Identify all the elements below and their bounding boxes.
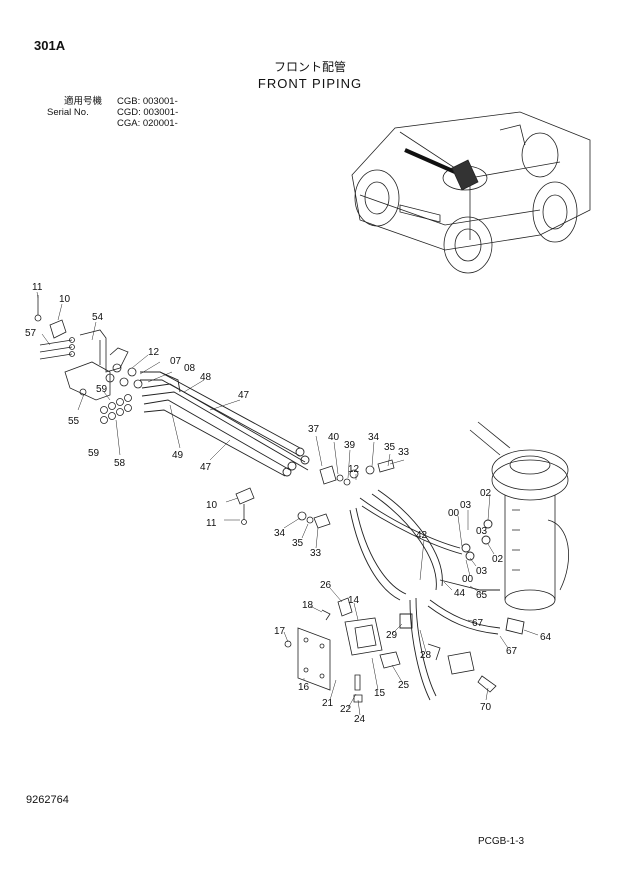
- callout: 58: [114, 458, 126, 469]
- callout: 11: [32, 282, 43, 293]
- callout: 10: [206, 500, 218, 511]
- callout: 28: [420, 650, 432, 661]
- callout-leaders: [36, 291, 539, 716]
- callout: 67: [472, 618, 484, 629]
- callout: 14: [348, 595, 360, 606]
- callout: 11: [206, 518, 217, 529]
- machine-overview-illustration: [351, 111, 591, 274]
- callout: 29: [386, 630, 398, 641]
- callout: 44: [454, 588, 466, 599]
- callout: 02: [492, 554, 504, 565]
- callout: 00: [462, 574, 474, 585]
- callout: 42: [416, 530, 428, 541]
- title-japanese: フロント配管: [273, 60, 346, 74]
- page-code: 301A: [34, 38, 66, 53]
- drawing-number: 9262764: [26, 794, 69, 806]
- callout: 34: [368, 432, 380, 443]
- callout: 22: [340, 704, 352, 715]
- callout: 35: [384, 442, 396, 453]
- callout: 59: [96, 384, 108, 395]
- callout: 33: [398, 447, 410, 458]
- callout: 37: [308, 424, 320, 435]
- callout: 33: [310, 548, 322, 559]
- hoses: [349, 489, 525, 701]
- serial-label-jp: 適用号機: [64, 96, 103, 107]
- callout: 08: [184, 363, 196, 374]
- callout: 12: [348, 464, 360, 475]
- callout: 55: [68, 416, 80, 427]
- callout: 67: [506, 646, 518, 657]
- callout: 57: [25, 328, 37, 339]
- valve-block: [284, 597, 497, 703]
- callout: 64: [540, 632, 552, 643]
- callout: 34: [274, 528, 286, 539]
- callout: 49: [172, 450, 184, 461]
- callout: 25: [398, 680, 410, 691]
- callout: 59: [88, 448, 100, 459]
- callout: 16: [298, 682, 310, 693]
- serial-label-en: Serial No.: [47, 107, 89, 118]
- callout: 48: [200, 372, 212, 383]
- serial-value-2: CGD: 003001-: [117, 107, 179, 118]
- callout: 03: [476, 566, 488, 577]
- callout: 07: [170, 356, 182, 367]
- callout: 54: [92, 312, 104, 323]
- callout: 40: [328, 432, 340, 443]
- bracket-assembly: [34, 295, 143, 424]
- callout: 24: [354, 714, 366, 725]
- callout: 03: [460, 500, 472, 511]
- front-pipes: [140, 371, 310, 477]
- callout: 21: [322, 698, 334, 709]
- callout: 02: [480, 488, 492, 499]
- callout: 47: [200, 462, 212, 473]
- callout: 26: [320, 580, 332, 591]
- middle-fittings: [235, 459, 395, 529]
- callout: 18: [302, 600, 314, 611]
- callout-numbers: 11 10 54 57 12 07 08 48 47 59 55 58 49 4…: [25, 282, 552, 725]
- serial-value-1: CGB: 003001-: [117, 96, 178, 107]
- callout: 03: [476, 526, 488, 537]
- callout: 15: [374, 688, 386, 699]
- callout: 35: [292, 538, 304, 549]
- callout: 70: [480, 702, 492, 713]
- callout: 47: [238, 390, 250, 401]
- callout: 12: [148, 347, 160, 358]
- swing-joint-illustration: [469, 421, 569, 611]
- title-english: FRONT PIPING: [257, 76, 363, 91]
- callout: 39: [344, 440, 356, 451]
- serial-value-3: CGA: 020001-: [117, 118, 178, 129]
- callout: 17: [274, 626, 286, 637]
- callout: 65: [476, 590, 488, 601]
- callout: 00: [448, 508, 460, 519]
- sheet-reference: PCGB-1-3: [478, 836, 525, 847]
- callout: 10: [59, 294, 71, 305]
